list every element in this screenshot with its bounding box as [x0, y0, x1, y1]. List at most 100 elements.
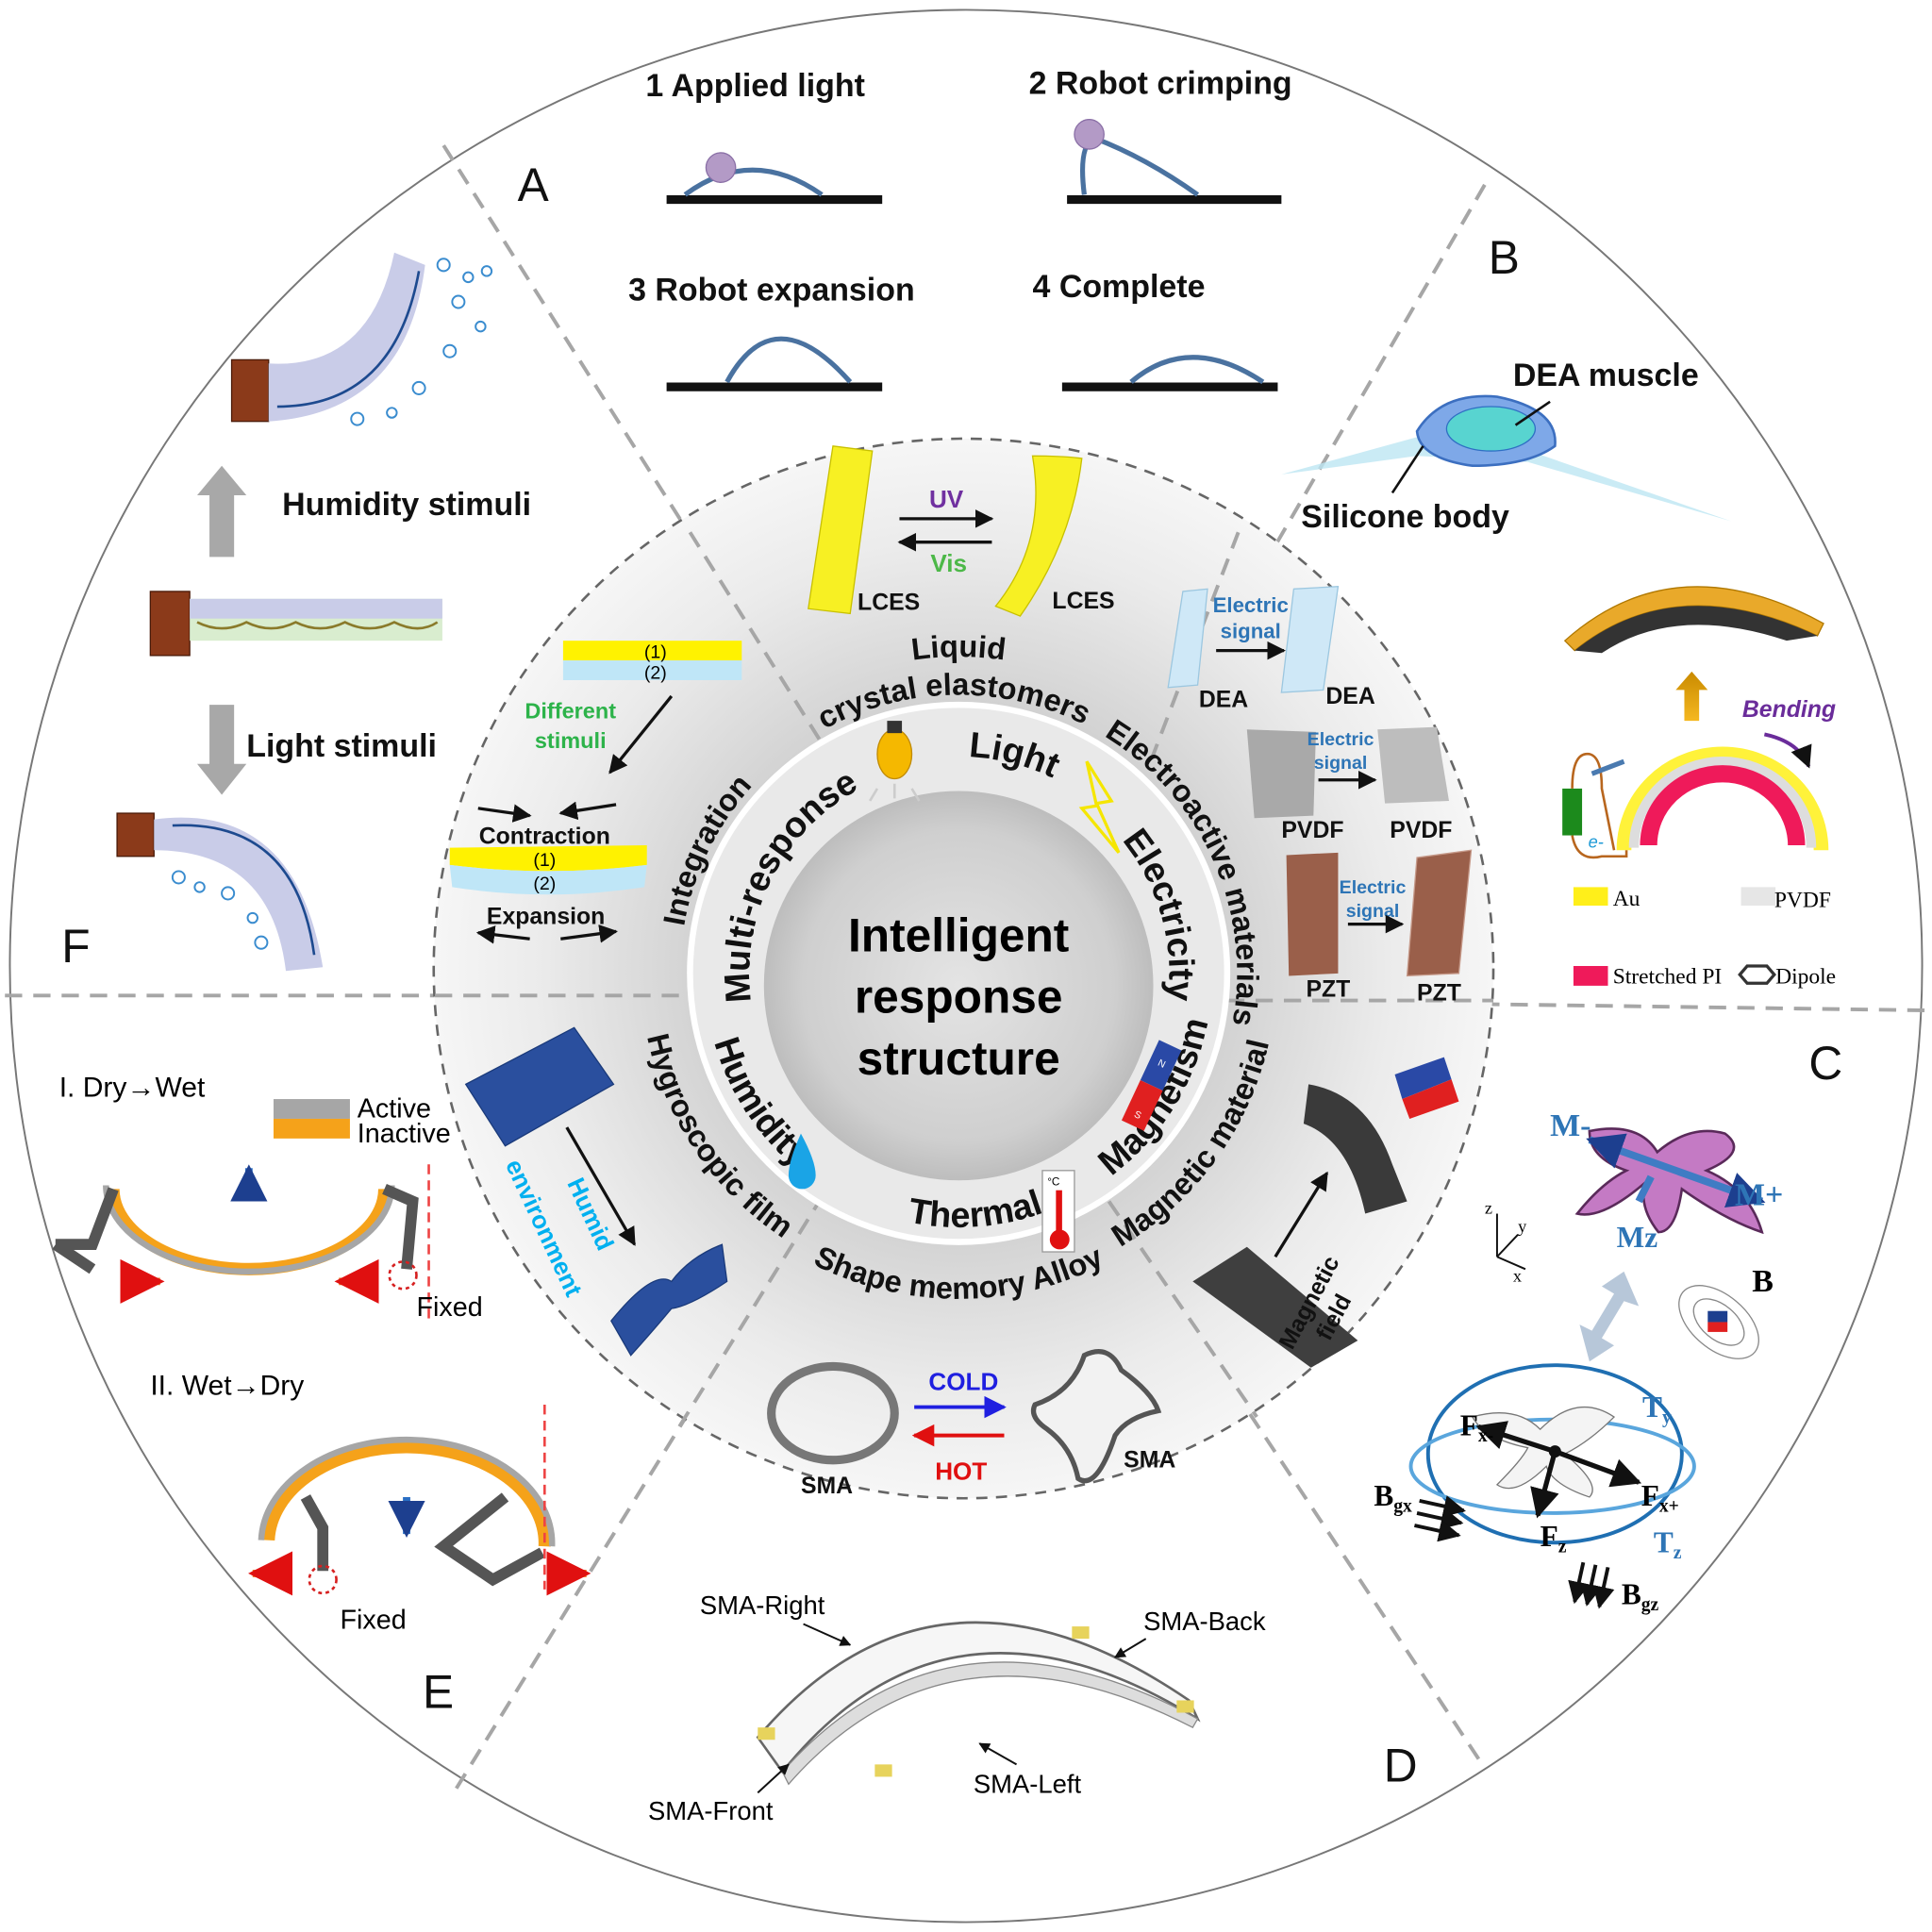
- axis-z: z: [1485, 1199, 1492, 1218]
- fz-sub: z: [1558, 1538, 1567, 1557]
- magnet-s-label: S: [1132, 1109, 1142, 1122]
- legend-swatch-au: [1573, 887, 1608, 906]
- ty-sub: y: [1662, 1408, 1672, 1428]
- panel-f-multi-stimuli: Humidity stimuli Light stimuli: [116, 252, 531, 972]
- electric-signal-3-line2: signal: [1346, 901, 1400, 922]
- battery-icon: [1562, 788, 1583, 836]
- different-stimuli-line1: Different: [525, 698, 616, 723]
- axis-y: y: [1518, 1217, 1527, 1236]
- pzt-left-label: PZT: [1306, 977, 1350, 1003]
- step-4-label: 4 Complete: [1033, 269, 1206, 305]
- pvdf-left-label: PVDF: [1281, 818, 1343, 843]
- water-molecules-2: [171, 870, 269, 950]
- b-field-label: B: [1752, 1264, 1774, 1299]
- title-line-1: Intelligent: [848, 908, 1069, 961]
- contraction-label: Contraction: [479, 824, 610, 850]
- sma-illustration: COLD HOT SMA SMA: [767, 1349, 1175, 1499]
- step-2-label: 2 Robot crimping: [1029, 65, 1292, 101]
- axis-x: x: [1513, 1266, 1522, 1285]
- active-label: Active: [358, 1094, 431, 1124]
- divider-line: [675, 1193, 825, 1431]
- pvdf-right-label: PVDF: [1390, 818, 1452, 843]
- inactive-swatch: [273, 1118, 350, 1139]
- tz-base: T: [1654, 1526, 1674, 1559]
- electric-signal-3-line1: Electric: [1340, 877, 1407, 898]
- legend-au: Au: [1613, 887, 1641, 911]
- ty-label: Ty: [1642, 1391, 1672, 1428]
- section-letter-b: B: [1489, 231, 1520, 284]
- fx-minus-sub: x-: [1478, 1426, 1493, 1446]
- tz-label: Tz: [1654, 1526, 1682, 1564]
- section-letter-e: E: [423, 1665, 454, 1718]
- bgx-arrows-icon: [1414, 1495, 1466, 1542]
- lightning-icon: [1078, 760, 1121, 854]
- center-title: Intelligent response structure: [848, 908, 1069, 1085]
- dry-to-wet-label: I. Dry→Wet: [59, 1072, 206, 1103]
- double-arrow-icon: [1579, 1271, 1640, 1362]
- dea-muscle-label: DEA muscle: [1513, 358, 1699, 393]
- lces-right-label: LCES: [1052, 589, 1114, 614]
- divider-line: [1107, 1200, 1258, 1419]
- humidity-stimuli-label: Humidity stimuli: [282, 487, 531, 523]
- bgz-arrows-icon: [1568, 1561, 1615, 1609]
- step-3-drawing: [666, 336, 883, 391]
- legend: Au PVDF Stretched PI Dipole: [1573, 887, 1836, 989]
- mz-label: Mz: [1617, 1221, 1658, 1254]
- up-arrow-icon: [196, 465, 247, 558]
- sma-left-label: SMA: [801, 1474, 853, 1499]
- bgz-base: B: [1622, 1578, 1641, 1611]
- fz-label: Fz: [1541, 1520, 1567, 1557]
- title-line-3: structure: [858, 1032, 1060, 1085]
- section-letters: A B C D E F: [61, 158, 1842, 1792]
- bgx-sub: gx: [1393, 1497, 1412, 1517]
- m-plus-label: M+: [1735, 1177, 1783, 1212]
- panel-b-dea-robot: DEA muscle Silicone body Bending e- Au P…: [1281, 358, 1836, 989]
- electron-label: e-: [1589, 832, 1604, 852]
- axes-icon: z y x: [1485, 1199, 1527, 1286]
- fx-plus-label: Fx+: [1641, 1479, 1679, 1517]
- panel-a-light-robot: 1 Applied light 2 Robot crimping 3 Robot…: [628, 65, 1292, 391]
- step-1-label: 1 Applied light: [645, 68, 865, 104]
- dea-right-label: DEA: [1325, 684, 1374, 709]
- electric-signal-2-line1: Electric: [1307, 729, 1374, 750]
- section-letter-c: C: [1808, 1037, 1842, 1090]
- ty-base: T: [1642, 1391, 1662, 1424]
- inactive-label: Inactive: [358, 1119, 451, 1149]
- thermometer-unit: °C: [1047, 1175, 1060, 1188]
- water-molecules: [350, 258, 493, 426]
- bgz-sub: gz: [1641, 1595, 1659, 1615]
- step-1-drawing: [666, 152, 883, 205]
- hot-label: HOT: [935, 1457, 987, 1486]
- electroactive-illustration: Electric signal DEA DEA Electric signal …: [1167, 586, 1473, 1007]
- bgz-label: Bgz: [1622, 1578, 1659, 1616]
- layer-1-label-b: (1): [533, 850, 556, 871]
- up-arrow-icon: [1675, 671, 1708, 722]
- magnet-n-label: N: [1156, 1058, 1166, 1071]
- water-drop-icon: [788, 1133, 816, 1190]
- fx-plus-sub: x+: [1659, 1497, 1679, 1517]
- sma-right-robot-label: SMA-Right: [700, 1591, 825, 1620]
- vis-label: Vis: [930, 549, 967, 577]
- divider-line: [688, 531, 822, 741]
- section-letter-a: A: [518, 158, 549, 211]
- m-minus-label: M-: [1550, 1108, 1591, 1143]
- fx-plus-base: F: [1641, 1479, 1659, 1512]
- title-line-2: response: [855, 971, 1063, 1024]
- legend-stretched-pi: Stretched PI: [1613, 964, 1723, 989]
- integration-illustration: (1) (2) Different stimuli Contraction (1…: [449, 641, 742, 944]
- tz-sub: z: [1674, 1543, 1682, 1563]
- cold-label: COLD: [928, 1367, 998, 1395]
- uv-label: UV: [929, 485, 964, 513]
- dea-left-label: DEA: [1199, 688, 1248, 713]
- wet-to-dry-label: II. Wet→Dry: [150, 1371, 304, 1402]
- magnet-field-icon: [1678, 1285, 1759, 1359]
- bgx-base: B: [1374, 1479, 1393, 1512]
- active-swatch: [273, 1099, 350, 1119]
- step-3-label: 3 Robot expansion: [628, 273, 915, 308]
- legend-swatch-pvdf: [1740, 887, 1776, 906]
- bulb-icon: [869, 721, 921, 802]
- electric-signal-1-line1: Electric: [1213, 593, 1289, 617]
- dipole-icon: [1738, 964, 1776, 985]
- sma-right-label: SMA: [1124, 1448, 1175, 1474]
- step-2-drawing: [1067, 119, 1282, 205]
